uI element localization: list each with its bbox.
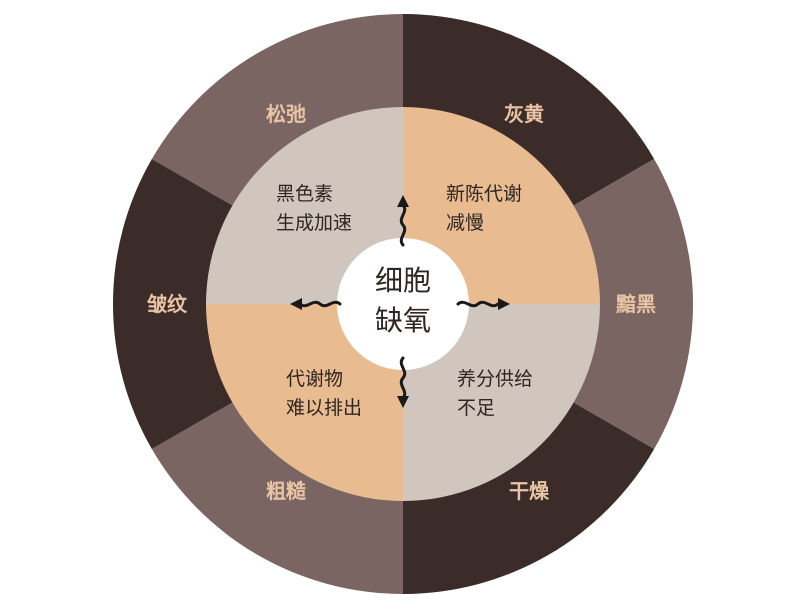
outer-label-cucao: 粗糙 — [266, 479, 306, 503]
quadrant-br-line1: 养分供给 — [457, 368, 533, 390]
arrows — [290, 195, 510, 408]
quadrant-bottom-right — [403, 304, 600, 501]
arrow-right — [456, 298, 510, 310]
center-circle — [337, 238, 469, 370]
quadrant-tl-line1: 黑色素 — [276, 183, 333, 205]
quadrant-br-line2: 不足 — [457, 397, 495, 419]
outer-ring — [112, 14, 693, 594]
arrow-up — [397, 195, 409, 247]
arrow-left — [290, 298, 342, 310]
center-texts: 细胞 缺氧 — [375, 264, 431, 337]
quadrant-tr-line2: 减慢 — [446, 212, 484, 234]
quadrant-tr-line1: 新陈代谢 — [446, 183, 522, 205]
outer-segment-cucao — [151, 402, 403, 594]
outer-label-huihuang: 灰黄 — [504, 102, 544, 126]
outer-segment-zhouwen — [112, 159, 234, 449]
outer-segment-ganzao — [403, 402, 655, 594]
quadrant-top-right — [403, 107, 600, 304]
outer-label-ganzao: 干燥 — [509, 479, 550, 503]
outer-label-songchi: 松弛 — [266, 102, 306, 126]
quadrant-bottom-left — [206, 304, 403, 501]
outer-label-anhei: 黯黑 — [616, 292, 656, 316]
quadrant-top-left — [206, 107, 403, 304]
outer-label-zhouwen: 皱纹 — [146, 292, 188, 316]
outer-segment-songchi — [151, 14, 403, 206]
outer-labels: 松弛 灰黄 黯黑 干燥 粗糙 皱纹 — [146, 102, 656, 503]
arrow-down — [397, 356, 409, 408]
inner-disc — [206, 107, 600, 501]
center-line1: 细胞 — [375, 264, 431, 297]
quadrant-texts: 黑色素 生成加速 新陈代谢 减慢 代谢物 难以排出 养分供给 不足 — [276, 183, 533, 419]
center-line2: 缺氧 — [375, 304, 431, 337]
outer-segment-huihuang — [403, 14, 655, 206]
quadrant-bl-line2: 难以排出 — [286, 397, 362, 419]
quadrant-bl-line1: 代谢物 — [286, 368, 343, 390]
quadrant-tl-line2: 生成加速 — [276, 212, 352, 234]
outer-segment-anhei — [572, 159, 693, 449]
